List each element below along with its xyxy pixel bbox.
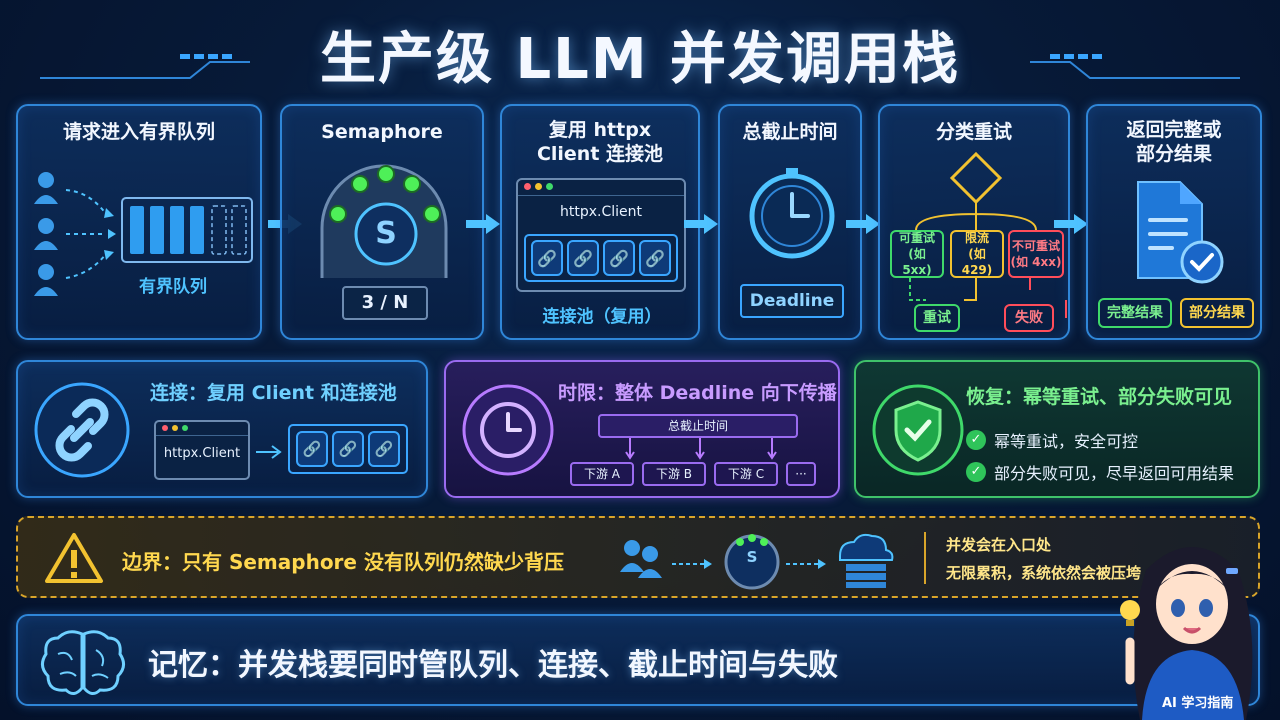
ratelimit-sub: (如 429) <box>961 247 993 277</box>
shield-check-icon <box>872 384 964 476</box>
title-decoration-right <box>1030 54 1240 79</box>
check-icon: ✓ <box>966 430 986 450</box>
boundary-flow <box>620 533 894 590</box>
stage-result-title-line2: 部分结果 <box>1135 143 1212 165</box>
ratelimit-label: 限流 <box>964 231 989 245</box>
stage-result-title-line1: 返回完整或 <box>1126 119 1222 141</box>
stage-pool-panel: 复用 httpx Client 连接池 httpx.Client 🔗 🔗 🔗 🔗… <box>500 104 700 340</box>
fail-action[interactable]: 失败 <box>1004 304 1054 332</box>
flow-arrow-2 <box>466 214 500 234</box>
boundary-note-line2: 无限累积，系统依然会被压垮 <box>946 564 1142 582</box>
chain-link-icon: 🔗 <box>296 431 328 467</box>
connection-arrow <box>256 445 282 459</box>
semaphore-diagram <box>320 164 448 278</box>
stage-deadline-title: 总截止时间 <box>742 121 838 143</box>
stage-queue-title: 请求进入有界队列 <box>62 121 215 143</box>
boundary-panel: 边界：只有 Semaphore 没有队列仍然缺少背压 S 并发会在入口处 无限累… <box>16 516 1260 598</box>
retry-action[interactable]: 重试 <box>914 304 960 332</box>
chain-link-icon: 🔗 <box>332 431 364 467</box>
warning-icon <box>45 533 103 583</box>
boundary-divider <box>924 532 926 584</box>
recovery-item-1: ✓ 幂等重试，安全可控 <box>966 428 1138 452</box>
pool-connections: 🔗 🔗 🔗 🔗 <box>524 234 678 282</box>
user-icon <box>620 540 662 578</box>
connection-pool: 🔗 🔗 🔗 <box>288 424 408 474</box>
decision-diamond-icon <box>949 151 1003 205</box>
nonretry-sub: (如 4xx) <box>1010 255 1062 269</box>
clock-icon <box>462 384 554 476</box>
document-icon <box>1137 181 1224 284</box>
timeout-total: 总截止时间 <box>598 414 798 438</box>
memory-title: 记忆：并发栈要同时管队列、连接、截止时间与失败 <box>148 648 838 683</box>
stage-queue-panel: 请求进入有界队列 有界队列 <box>16 104 262 340</box>
flow-arrow-4 <box>846 214 880 234</box>
semaphore-light-icon <box>329 165 441 223</box>
page-title: 生产级 LLM 并发调用栈 <box>319 27 961 92</box>
connection-client-window: httpx.Client <box>154 420 250 480</box>
semaphore-badge: S <box>375 216 397 251</box>
recovery-item-2: ✓ 部分失败可见，尽早返回可用结果 <box>966 460 1234 484</box>
full-result-tag[interactable]: 完整结果 <box>1098 298 1172 328</box>
retryable-label: 可重试 <box>898 231 935 245</box>
chain-link-icon: 🔗 <box>368 431 400 467</box>
pool-client-window: httpx.Client 🔗 🔗 🔗 🔗 <box>516 178 686 292</box>
stage-semaphore-panel: Semaphore S 3 / N <box>280 104 484 340</box>
stage-result-panel: 返回完整或 部分结果 完整结果 部分结果 <box>1086 104 1262 340</box>
recovery-item-2-label: 部分失败可见，尽早返回可用结果 <box>994 464 1235 483</box>
connection-title: 连接：复用 Client 和连接池 <box>150 382 397 404</box>
recovery-title: 恢复：幂等重试、部分失败可见 <box>966 386 1233 408</box>
lightbulb-icon <box>1120 600 1140 626</box>
downstream-b: 下游 B <box>642 462 706 486</box>
recovery-panel: 恢复：幂等重试、部分失败可见 ✓ 幂等重试，安全可控 ✓ 部分失败可见，尽早返回… <box>854 360 1260 498</box>
retry-flow <box>909 151 1067 318</box>
queue-diagram <box>34 172 253 296</box>
title-decoration-left <box>40 54 250 79</box>
pool-label: 连接池（复用） <box>542 307 662 327</box>
nonretry-tag[interactable]: 不可重试 (如 4xx) <box>1008 230 1064 278</box>
stage-retry-panel: 分类重试 可重试 (如 5xx) 限流 (如 429) 不可重试 (如 4xx)… <box>878 104 1070 340</box>
clock-icon <box>749 168 835 259</box>
retryable-sub: (如 5xx) <box>902 247 932 277</box>
retryable-tag[interactable]: 可重试 (如 5xx) <box>890 230 944 278</box>
boundary-note-line1: 并发会在入口处 <box>946 536 1052 554</box>
cloud-server-icon <box>839 533 894 588</box>
flow-arrow-3 <box>684 214 718 234</box>
user-icon <box>34 172 58 296</box>
ratelimit-tag[interactable]: 限流 (如 429) <box>950 230 1004 278</box>
stage-pool-title-line1: 复用 httpx <box>548 119 652 141</box>
chain-link-icon: 🔗 <box>603 240 635 276</box>
memory-panel: 记忆：并发栈要同时管队列、连接、截止时间与失败 <box>16 614 1260 706</box>
mascot-shirt-text: AI 学习指南 <box>1162 696 1234 711</box>
partial-result-tag[interactable]: 部分结果 <box>1180 298 1254 328</box>
check-icon: ✓ <box>966 462 986 482</box>
chain-link-icon: 🔗 <box>639 240 671 276</box>
deadline-label: Deadline <box>740 284 844 318</box>
chain-link-icon: 🔗 <box>567 240 599 276</box>
timeout-branches <box>625 438 777 460</box>
downstream-c: 下游 C <box>714 462 778 486</box>
chain-link-icon <box>34 382 130 478</box>
nonretry-label: 不可重试 <box>1011 239 1060 253</box>
queue-label: 有界队列 <box>139 277 207 297</box>
semaphore-counter: 3 / N <box>342 286 428 320</box>
connection-panel: 连接：复用 Client 和连接池 httpx.Client 🔗 🔗 🔗 <box>16 360 428 498</box>
stage-retry-title: 分类重试 <box>935 121 1012 143</box>
mascot-illustration <box>1120 547 1253 720</box>
recovery-item-1-label: 幂等重试，安全可控 <box>994 432 1139 451</box>
downstream-more: ··· <box>786 462 816 486</box>
timeout-title: 时限：整体 Deadline 向下传播 <box>558 382 837 404</box>
stage-pool-title-line2: Client 连接池 <box>536 143 664 165</box>
check-badge-icon <box>1180 240 1224 284</box>
brain-icon <box>41 630 125 695</box>
flow-arrow-5 <box>1054 214 1088 234</box>
timeout-panel: 时限：整体 Deadline 向下传播 总截止时间 下游 A 下游 B 下游 C… <box>444 360 840 498</box>
stage-deadline-panel: 总截止时间 Deadline <box>718 104 862 340</box>
downstream-a: 下游 A <box>570 462 634 486</box>
stage-semaphore-title: Semaphore <box>321 121 443 143</box>
chain-link-icon: 🔗 <box>531 240 563 276</box>
boundary-title: 边界：只有 Semaphore 没有队列仍然缺少背压 <box>122 550 564 574</box>
pool-client-label: httpx.Client <box>559 204 642 220</box>
connection-client-label: httpx.Client <box>163 446 241 461</box>
boundary-badge: S <box>746 548 758 566</box>
